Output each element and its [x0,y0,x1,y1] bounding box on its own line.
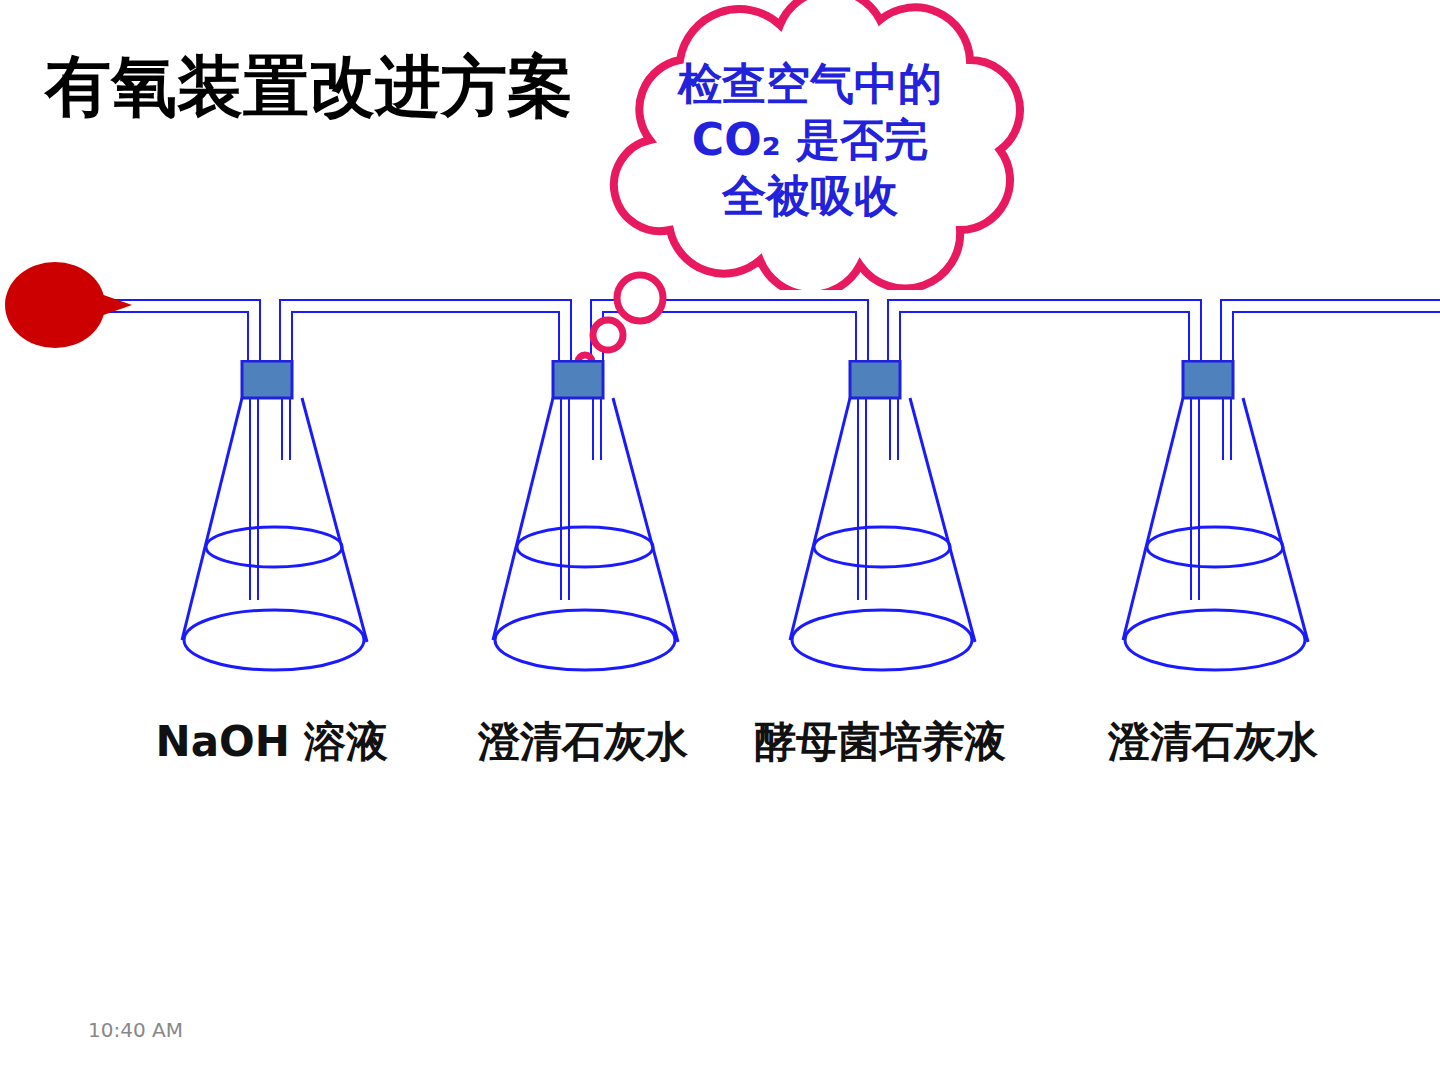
air-pump [5,262,132,348]
tube-connector [894,306,1195,364]
tube-connector [286,306,565,364]
flask-label: 酵母菌培养液 [732,712,1028,772]
conical-flask: 澄清石灰水 [435,360,731,780]
slide-title: 有氧装置改进方案 [45,42,573,132]
flask-label: 澄清石灰水 [1065,712,1361,772]
outlet-pipe [1227,306,1440,364]
conical-flask: NaOH 溶液 [124,360,420,780]
callout-text: 检查空气中的 CO₂ 是否完全被吸收 [675,56,945,224]
flask-label: NaOH 溶液 [124,712,420,772]
flask-drawing [124,360,420,675]
flask-drawing [435,360,731,675]
conical-flask: 酵母菌培养液 [732,360,1028,780]
flask-drawing [732,360,1028,675]
conical-flask: 澄清石灰水 [1065,360,1361,780]
flask-label: 澄清石灰水 [435,712,731,772]
inlet-pipe [100,306,254,364]
thought-bubbles [578,275,663,369]
timestamp: 10:40 AM [88,1018,183,1042]
flask-drawing [1065,360,1361,675]
callout-cloud: 检查空气中的 CO₂ 是否完全被吸收 [590,0,1030,290]
